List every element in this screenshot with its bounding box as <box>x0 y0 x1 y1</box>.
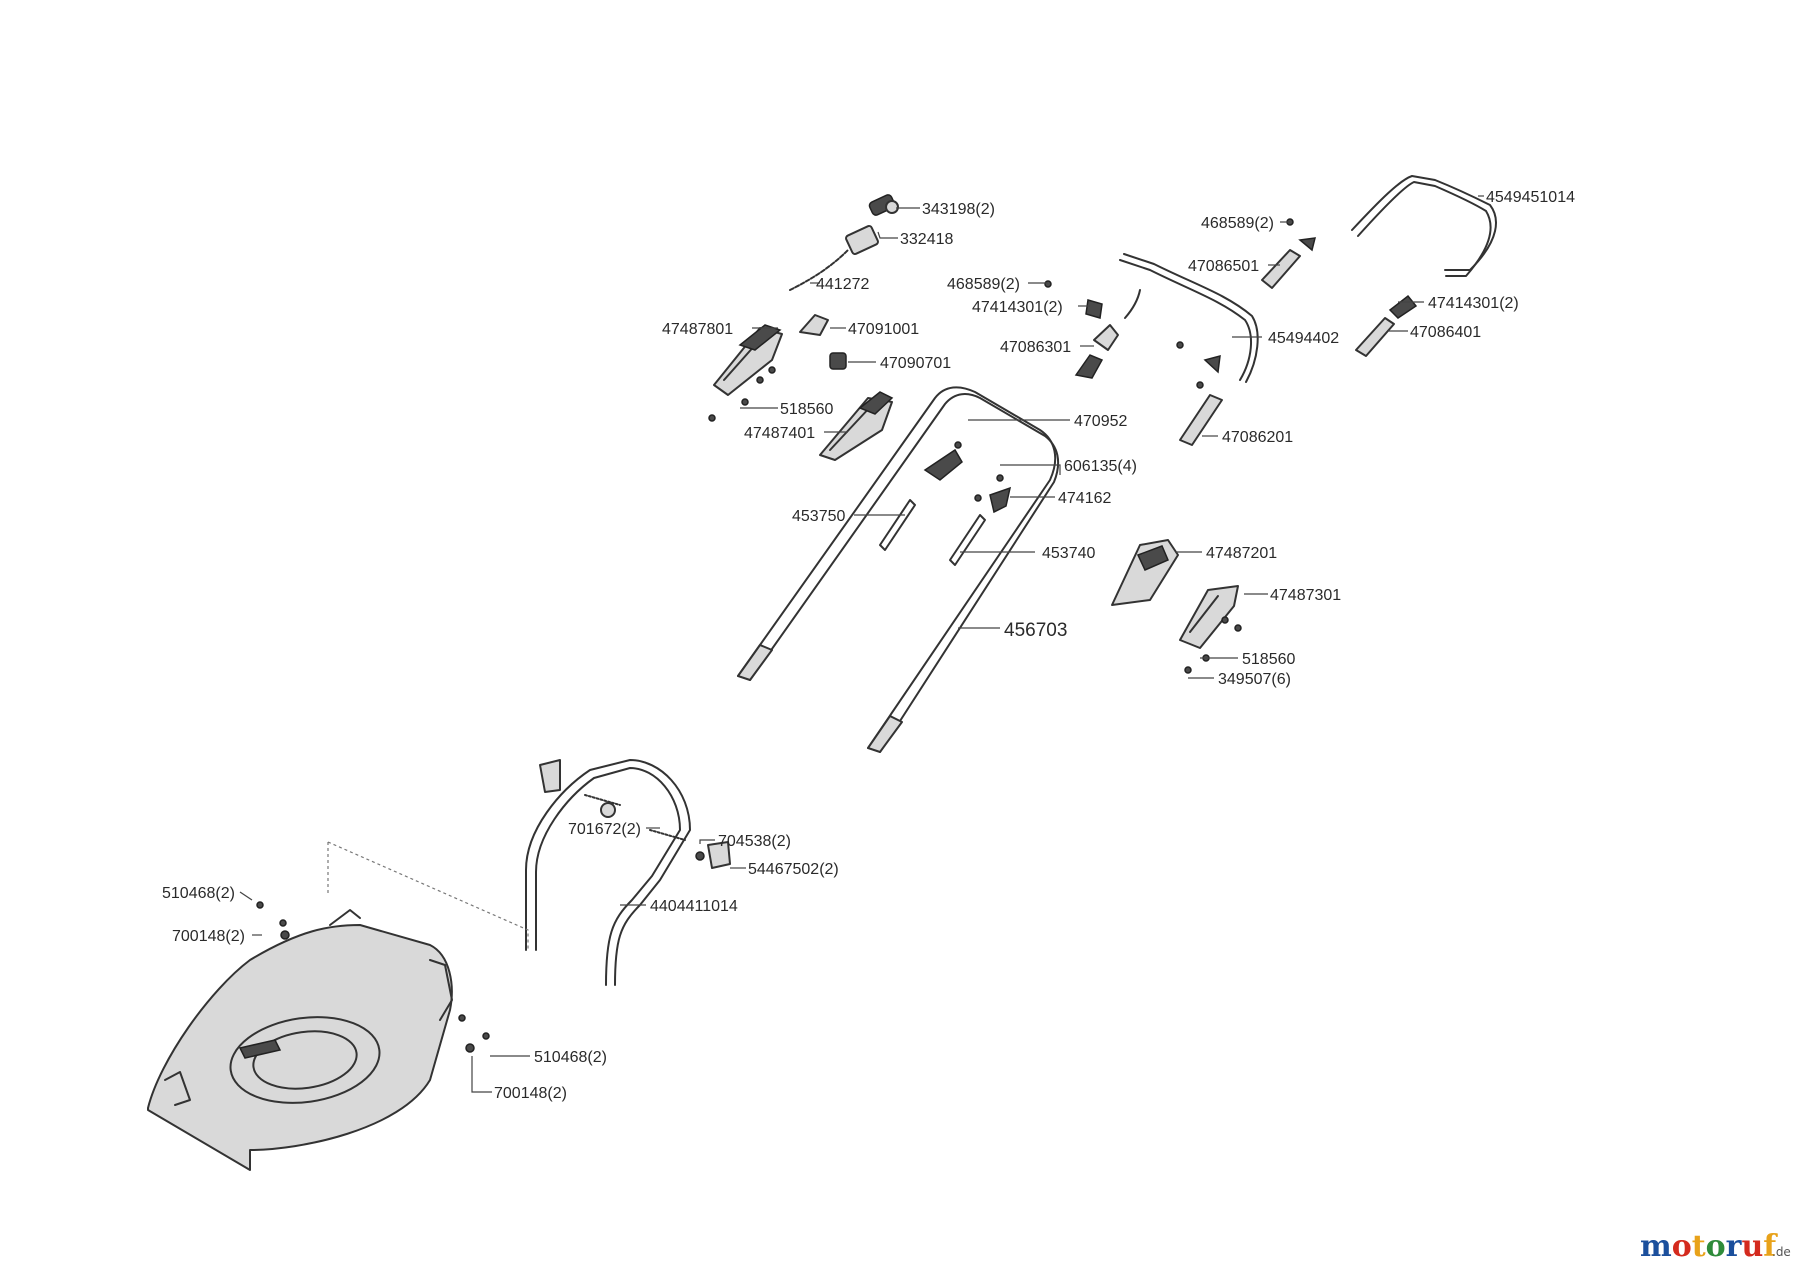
label-510468-right: 510468(2) <box>534 1049 607 1066</box>
switch-parts-small <box>708 314 847 422</box>
label-54467502: 54467502(2) <box>748 861 839 878</box>
label-47086401: 47086401 <box>1410 324 1481 341</box>
label-606135: 606135(4) <box>1064 458 1137 475</box>
label-47414301-left: 47414301(2) <box>972 299 1063 316</box>
label-47487301: 47487301 <box>1270 587 1341 604</box>
switch-housing-47487201 <box>1111 539 1179 606</box>
switch-housing-47487801 <box>713 324 783 396</box>
label-4404411014: 4404411014 <box>650 898 738 915</box>
label-701672: 701672(2) <box>568 821 641 838</box>
label-47086201: 47086201 <box>1222 429 1293 446</box>
bail-bar-45494402 <box>1119 253 1259 383</box>
label-441272: 441272 <box>816 276 869 293</box>
label-456703: 456703 <box>1004 620 1067 641</box>
upper-handle-456703 <box>737 386 1060 753</box>
label-47487401: 47487401 <box>744 425 815 442</box>
label-453740: 453740 <box>1042 545 1095 562</box>
label-474162: 474162 <box>1058 490 1111 507</box>
logo-suffix: .de <box>1772 1245 1791 1259</box>
assembly-guide-line <box>327 841 529 950</box>
throttle-lever-parts <box>789 194 899 291</box>
bail-bar-4549451014 <box>1351 175 1497 277</box>
label-47487201: 47487201 <box>1206 545 1277 562</box>
label-704538: 704538(2) <box>718 833 791 850</box>
cable-clip-parts-middle <box>1044 218 1418 446</box>
label-470952: 470952 <box>1074 413 1127 430</box>
label-468589-mid: 468589(2) <box>947 276 1020 293</box>
label-343198: 343198(2) <box>922 201 995 218</box>
leader-lines <box>239 195 1484 1093</box>
label-47086301: 47086301 <box>1000 339 1071 356</box>
label-47086501: 47086501 <box>1188 258 1259 275</box>
mower-deck <box>147 901 490 1171</box>
part-labels: 4549451014 468589(2) 47086501 343198(2) … <box>162 189 1575 1102</box>
motoruf-logo: motoruf .de <box>1640 1229 1791 1264</box>
label-700148-left: 700148(2) <box>172 928 245 945</box>
label-518560-bottom: 518560 <box>1242 651 1295 668</box>
label-47414301-right: 47414301(2) <box>1428 295 1519 312</box>
logo-wordmark: motoruf <box>1640 1229 1778 1264</box>
label-47091001: 47091001 <box>848 321 919 338</box>
cable-guides-453750-453740 <box>879 441 1012 566</box>
label-45494402: 45494402 <box>1268 330 1339 347</box>
label-332418: 332418 <box>900 231 953 248</box>
label-468589-top: 468589(2) <box>1201 215 1274 232</box>
label-453750: 453750 <box>792 508 845 525</box>
label-47090701: 47090701 <box>880 355 951 372</box>
switch-housing-47487401 <box>819 391 894 461</box>
label-4549451014: 4549451014 <box>1486 189 1575 206</box>
label-518560-top: 518560 <box>780 401 833 418</box>
switch-housing-47487301 <box>1179 585 1242 674</box>
lower-handle-4404411014 <box>525 759 731 986</box>
label-47487801: 47487801 <box>662 321 733 338</box>
label-700148-right: 700148(2) <box>494 1085 567 1102</box>
label-510468-left: 510468(2) <box>162 885 235 902</box>
label-349507: 349507(6) <box>1218 671 1291 688</box>
